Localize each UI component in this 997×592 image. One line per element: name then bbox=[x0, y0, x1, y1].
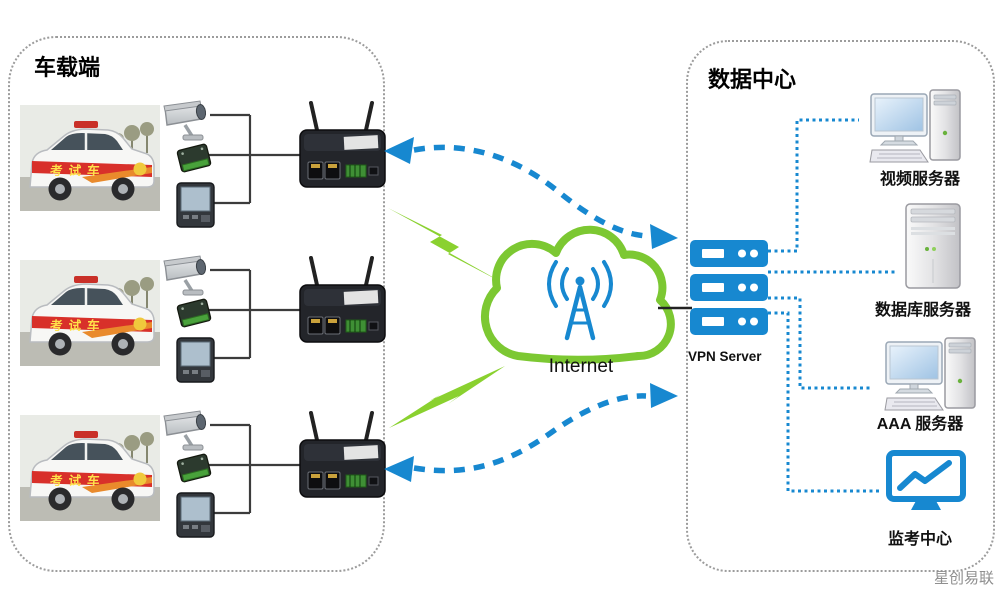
vehicle-row-2 bbox=[18, 254, 387, 383]
vpn-server-links bbox=[768, 118, 897, 493]
monitor-center-label: 监考中心 bbox=[887, 531, 952, 548]
vehicle-terminal-icon bbox=[176, 298, 212, 328]
aaa-server-label: AAA 服务器 bbox=[876, 416, 964, 433]
vpn-server-label: VPN Server bbox=[688, 349, 762, 364]
arrowhead-right-icon bbox=[650, 383, 678, 408]
cellular-router-icon bbox=[298, 411, 387, 499]
cellular-router-icon bbox=[298, 256, 387, 344]
arrowhead-right-icon bbox=[650, 224, 678, 249]
cctv-camera-icon bbox=[162, 99, 209, 142]
video-server-icon bbox=[869, 89, 961, 163]
watermark: 星创易联 bbox=[933, 570, 994, 587]
datacenter-panel bbox=[686, 40, 995, 572]
lightning-bolt-icon bbox=[389, 366, 505, 428]
internet-cloud bbox=[480, 225, 675, 364]
wireless-link-top bbox=[384, 137, 678, 249]
datacenter-panel-title: 数据中心 bbox=[708, 67, 797, 92]
car-banner-label: 考试车 bbox=[49, 319, 107, 331]
vehicle-panel-title: 车载端 bbox=[34, 55, 101, 80]
database-server-icon bbox=[905, 203, 961, 289]
display-screen-icon bbox=[176, 182, 215, 228]
arrowhead-left-icon bbox=[384, 456, 414, 482]
vehicle-row-3 bbox=[18, 409, 387, 538]
vehicle-photo bbox=[18, 413, 162, 523]
video-server-label: 视频服务器 bbox=[879, 171, 960, 188]
car-banner-label: 考试车 bbox=[49, 474, 107, 486]
vehicle-photo bbox=[18, 103, 162, 213]
monitor-center-icon bbox=[889, 453, 963, 510]
antenna-tower-icon bbox=[547, 260, 613, 341]
internet-label: Internet bbox=[548, 356, 614, 377]
vehicle-terminal-icon bbox=[176, 143, 212, 173]
cctv-camera-icon bbox=[162, 409, 209, 452]
display-screen-icon bbox=[176, 337, 215, 383]
vpn-server-stack-icon bbox=[690, 240, 768, 335]
display-screen-icon bbox=[176, 492, 215, 538]
vehicle-terminal-icon bbox=[176, 453, 212, 483]
cctv-camera-icon bbox=[162, 254, 209, 297]
aaa-server-icon bbox=[884, 337, 976, 411]
lightning-bolt-icon bbox=[388, 208, 505, 284]
cellular-router-icon bbox=[298, 101, 387, 189]
wireless-link-bottom bbox=[384, 383, 678, 482]
arrowhead-left-icon bbox=[384, 137, 414, 164]
vehicle-row-1 bbox=[18, 99, 387, 228]
database-server-label: 数据库服务器 bbox=[874, 302, 971, 319]
vehicle-photo bbox=[18, 258, 162, 368]
car-banner-label: 考试车 bbox=[49, 164, 107, 176]
